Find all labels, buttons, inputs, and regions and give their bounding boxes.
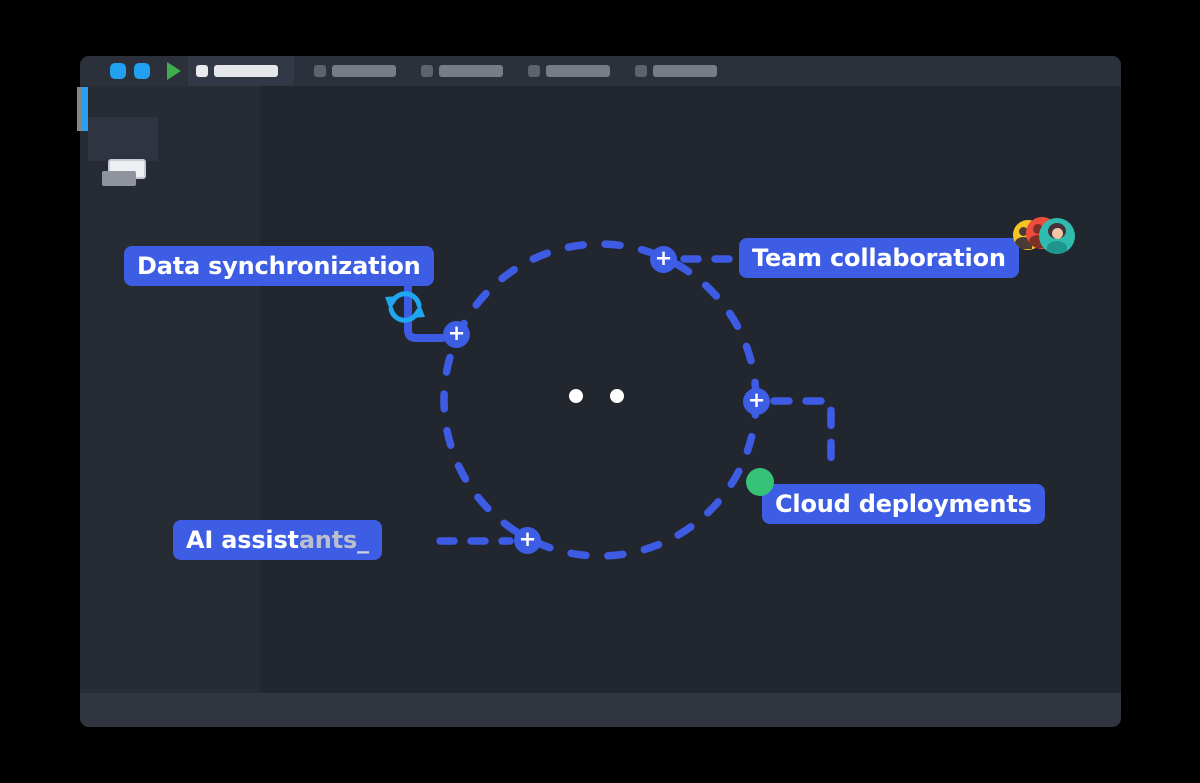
statusbar	[80, 693, 1121, 727]
ai-typing-cursor: _	[357, 526, 369, 554]
tab-title-placeholder	[439, 65, 503, 77]
ai-ghost-text: ants	[298, 526, 358, 554]
add-node-button-top[interactable]: +	[650, 246, 677, 273]
sidebar-edge-strip	[77, 87, 82, 131]
tab-title-placeholder	[214, 65, 278, 77]
tab-file-icon	[196, 65, 208, 77]
sidebar	[80, 86, 260, 693]
sidebar-item-active[interactable]	[88, 117, 158, 179]
tab-title-placeholder	[332, 65, 396, 77]
window-control-button[interactable]	[134, 63, 150, 79]
app-window	[80, 56, 1121, 727]
label-data-synchronization[interactable]: Data synchronization	[124, 246, 434, 286]
add-node-button-bottom[interactable]: +	[514, 527, 541, 554]
add-node-button-right[interactable]: +	[743, 388, 770, 415]
sidebar-item-inactive[interactable]	[102, 171, 136, 186]
tab-active[interactable]	[188, 56, 294, 86]
tab-title-placeholder	[653, 65, 717, 77]
label-team-collaboration[interactable]: Team collaboration	[739, 238, 1019, 278]
tab-file-icon	[528, 65, 540, 77]
tab-file-icon	[421, 65, 433, 77]
eye-icon	[569, 389, 583, 403]
eye-icon	[610, 389, 624, 403]
titlebar	[80, 56, 1121, 86]
team-avatars	[1013, 216, 1075, 256]
ai-typed-text: AI assist	[186, 526, 299, 554]
editor-canvas	[260, 86, 1121, 693]
add-node-button-left[interactable]: +	[443, 321, 470, 348]
sidebar-active-accent	[82, 87, 88, 131]
run-play-icon[interactable]	[167, 62, 181, 80]
avatar-teal	[1039, 218, 1075, 254]
deployment-status-dot	[746, 468, 774, 496]
label-cloud-deployments[interactable]: Cloud deployments	[762, 484, 1045, 524]
tab-file-icon	[314, 65, 326, 77]
label-ai-assistants[interactable]: AI assistants_	[173, 520, 382, 560]
tab-title-placeholder	[546, 65, 610, 77]
window-control-button[interactable]	[110, 63, 126, 79]
tab-file-icon	[635, 65, 647, 77]
